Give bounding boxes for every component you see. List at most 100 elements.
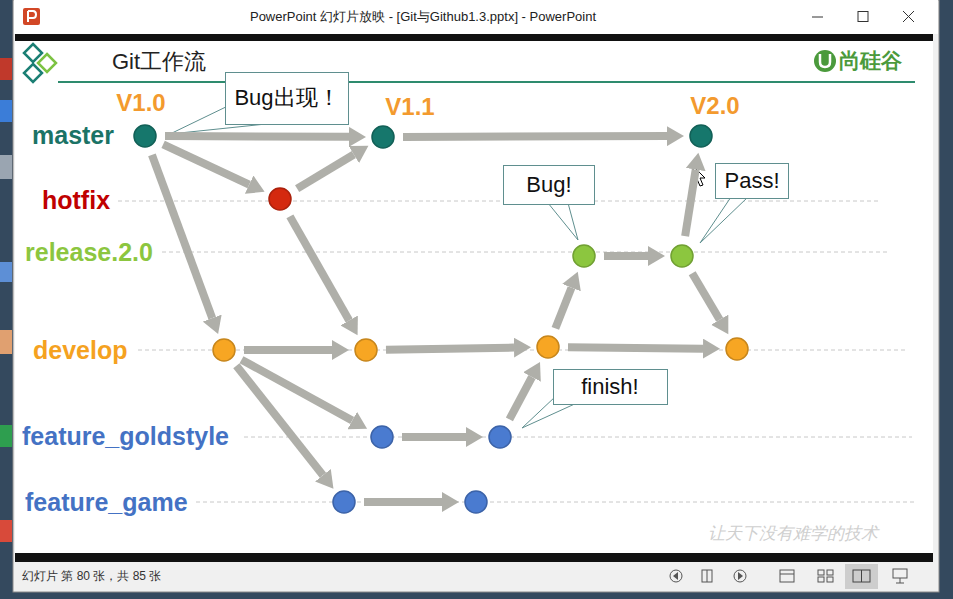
- commit-circle-shape: [268, 187, 292, 211]
- slide-title: Git工作流: [112, 49, 206, 74]
- commit-circle-shape: [689, 124, 713, 148]
- commit-circle: V1.0: [133, 124, 157, 148]
- commit-dot: [671, 245, 693, 267]
- branch-lane: [138, 350, 905, 351]
- commit-dot: [269, 188, 291, 210]
- prev-button: [670, 570, 682, 582]
- callout-text: Pass!: [724, 168, 779, 193]
- app-icon-glyph: [28, 11, 36, 22]
- sorter-view-glyph: [827, 577, 833, 582]
- commit-dot: [213, 339, 235, 361]
- flow-arrow: [692, 273, 720, 320]
- flow-arrow: [568, 347, 703, 348]
- commit-dot: [690, 125, 712, 147]
- commit-circle: [670, 244, 694, 268]
- desktop-icon: [0, 425, 12, 447]
- commit-dot: [355, 339, 377, 361]
- flow-arrow: [236, 366, 323, 476]
- next-button: [734, 570, 746, 582]
- commit-circle: [572, 244, 596, 268]
- slideshow-glyph: [896, 578, 904, 583]
- callout-box: finish!: [553, 369, 668, 405]
- flow-arrow: [297, 155, 354, 189]
- commit-circle-shape: [725, 337, 749, 361]
- flow-arrow: [509, 377, 532, 419]
- next-button-glyph: [738, 572, 743, 580]
- commit-circle: [212, 338, 236, 362]
- branch-name: feature_game: [23, 488, 190, 517]
- callout-box: Bug出现！: [225, 72, 349, 125]
- slide: [15, 41, 933, 553]
- branch-name: hotfix: [40, 186, 112, 215]
- commit-dot: [134, 125, 156, 147]
- flow-arrow: [152, 155, 212, 318]
- flow-arrow: [685, 170, 696, 237]
- header-rule: [58, 81, 915, 83]
- logo-diamond: [24, 44, 42, 62]
- branch-name: release.2.0: [23, 238, 155, 267]
- branch-lane: [244, 437, 912, 438]
- callout-tail: [548, 203, 578, 240]
- commit-circle: [354, 338, 378, 362]
- desktop-icon: [0, 262, 12, 282]
- version-label: V1.0: [116, 89, 165, 117]
- minimize-button: [812, 17, 823, 18]
- branch-lane: [118, 201, 878, 202]
- commit-dot: [333, 491, 355, 513]
- callout-box: Pass!: [715, 163, 789, 199]
- commit-circle: [488, 425, 512, 449]
- commit-circle: V1.1: [371, 125, 395, 149]
- version-label: V2.0: [690, 92, 739, 120]
- sorter-view-glyph: [818, 570, 824, 575]
- flow-arrow: [364, 498, 442, 506]
- desktop-icon: [0, 520, 12, 542]
- active-view-highlight: [845, 564, 878, 589]
- commit-circle: [370, 425, 394, 449]
- desktop-icon: [0, 100, 12, 122]
- commit-dot: [489, 426, 511, 448]
- brand-name: 尚硅谷: [839, 49, 902, 73]
- logo-diamond: [24, 64, 42, 82]
- callout-text: Bug出现！: [234, 85, 339, 110]
- reading-view-glyph: [861, 570, 862, 582]
- commit-dot: [372, 126, 394, 148]
- flow-arrow: [165, 132, 349, 141]
- branch-name: develop: [31, 336, 129, 365]
- desktop-icon: [0, 155, 12, 179]
- normal-view-button: [780, 570, 794, 582]
- branch-lane: [196, 502, 915, 503]
- close-button: [903, 11, 914, 22]
- title-bar: [14, 0, 938, 34]
- reading-view-button: [853, 570, 870, 582]
- commit-circle: [332, 490, 356, 514]
- sorter-view-glyph: [827, 570, 833, 575]
- window-title: PowerPoint 幻灯片放映 - [Git与Github1.3.pptx] …: [250, 10, 596, 25]
- connector-group: [152, 136, 720, 502]
- flow-arrow: [403, 132, 667, 141]
- maximize-button: [858, 12, 868, 22]
- prev-button-glyph: [673, 572, 678, 580]
- brand-icon-glyph: [820, 54, 830, 67]
- callout-text: Bug!: [526, 172, 571, 197]
- sorter-view-glyph: [818, 577, 824, 582]
- brand-icon: [814, 50, 836, 72]
- commit-circle-shape: [354, 338, 378, 362]
- commit-circle-shape: [370, 425, 394, 449]
- window-frame: [13, 0, 939, 592]
- status-text: 幻灯片 第 80 张，共 85 张: [22, 570, 161, 584]
- flow-arrow: [244, 346, 332, 354]
- slide-letterbox: [15, 34, 933, 562]
- commit-dot: [371, 426, 393, 448]
- slideshow-button: [893, 569, 907, 578]
- desktop-icon: [0, 330, 12, 354]
- branch-name: feature_goldstyle: [20, 422, 231, 451]
- flow-arrow: [402, 433, 466, 441]
- commit-circle: [536, 335, 560, 359]
- callout-box: Bug!: [503, 165, 595, 205]
- menu-button: [702, 570, 712, 582]
- callout-tail: [700, 197, 748, 243]
- flow-arrow: [555, 288, 571, 329]
- status-bar: [15, 562, 933, 591]
